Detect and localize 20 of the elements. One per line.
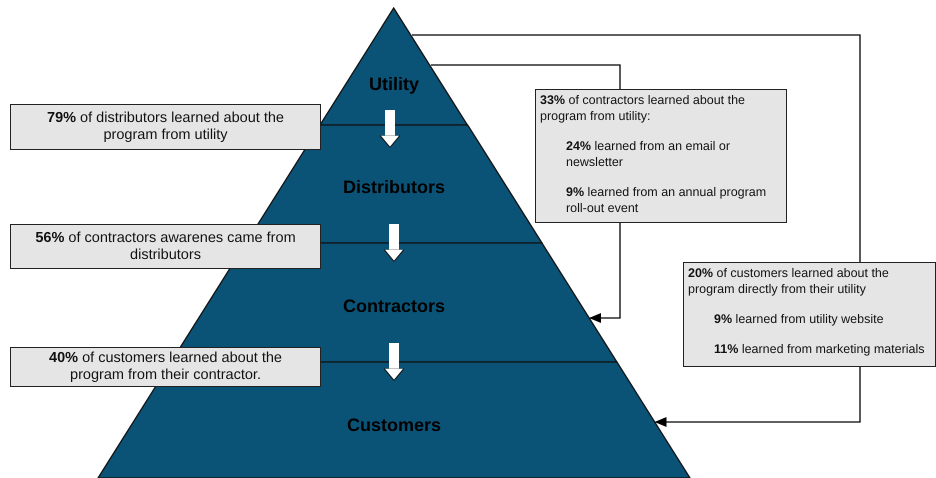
callout-text: 79% of distributors learned about the program from utility	[46, 110, 285, 144]
callout-text: 40% of customers learned about the program from their contractor.	[48, 350, 283, 384]
callout-text: 9% learned from an annual program roll-out event	[566, 184, 768, 216]
callout-box	[10, 104, 321, 150]
tier-label: Utility	[368, 74, 419, 95]
tier-label: Contractors	[342, 296, 445, 317]
callout-text: 33% of contractors learned about the program from utility:	[540, 92, 746, 124]
callout-box	[535, 89, 787, 223]
tier-label: Distributors	[342, 177, 445, 198]
callout-box	[683, 262, 936, 367]
connector-arrow	[654, 367, 861, 427]
callout-box	[10, 347, 321, 387]
callout-text: 9% learned from utility website	[714, 311, 885, 327]
tier-label: Customers	[346, 415, 442, 436]
connector-arrow	[589, 223, 621, 323]
callout-text: 24% learned from an email or newsletter	[566, 138, 731, 170]
callout-text: 56% of contractors awarenes came from distributors	[35, 230, 296, 264]
callout-text: 11% learned from marketing materials	[714, 341, 926, 357]
callout-box	[10, 224, 321, 269]
callout-text: 20% of customers learned about the program directly from their utility	[688, 265, 890, 297]
